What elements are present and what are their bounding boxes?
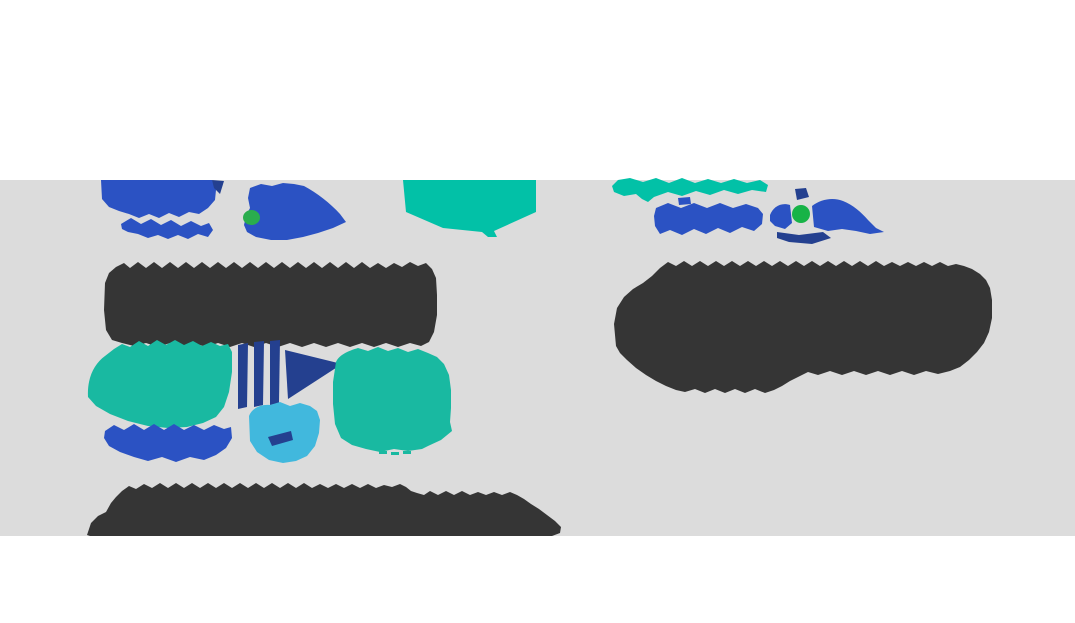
vision-teal-wordmark <box>612 178 768 202</box>
vision-green-palm-icon <box>792 205 810 223</box>
brand-green-dot-icon <box>243 210 260 225</box>
vision-blue-wordmark <box>654 203 763 235</box>
vision-emblem-right-wing <box>812 198 884 234</box>
heading-right-text-blob <box>614 261 992 393</box>
vision-emblem-left-wing <box>770 204 792 229</box>
brand-logo-left[interactable] <box>101 180 346 240</box>
vision-emblem-bottom <box>777 232 831 244</box>
brand-wordmark-top <box>101 180 216 218</box>
banner-pentagon-icon <box>403 180 536 237</box>
partner-teal-dash-3 <box>403 451 411 454</box>
brand-emblem-icon <box>244 183 346 240</box>
heading-left-text-blob <box>104 262 437 347</box>
caption-text-blob <box>87 483 561 536</box>
vision-blue-accent <box>678 197 691 205</box>
partner-blue-wordmark <box>104 424 232 462</box>
partner-cyan-swoosh-icon <box>249 402 320 463</box>
vision-2030-logo[interactable] <box>612 178 884 244</box>
partner-bar-3 <box>270 340 280 405</box>
partner-teal-blob-right <box>333 347 452 452</box>
partner-teal-blob-left <box>87 340 233 428</box>
brand-wordmark-bottom <box>121 218 213 239</box>
partner-logo-cluster[interactable] <box>87 340 452 463</box>
vision-emblem-top <box>795 188 809 200</box>
partner-teal-dash-1 <box>379 451 387 454</box>
partner-wedge-icon <box>285 350 342 399</box>
partner-bar-1 <box>238 343 248 409</box>
partner-bar-2 <box>254 341 264 407</box>
partner-cyan-navy-mark <box>268 431 293 446</box>
brand-wordmark-corner <box>212 180 224 194</box>
partner-teal-dash-2 <box>391 452 399 455</box>
